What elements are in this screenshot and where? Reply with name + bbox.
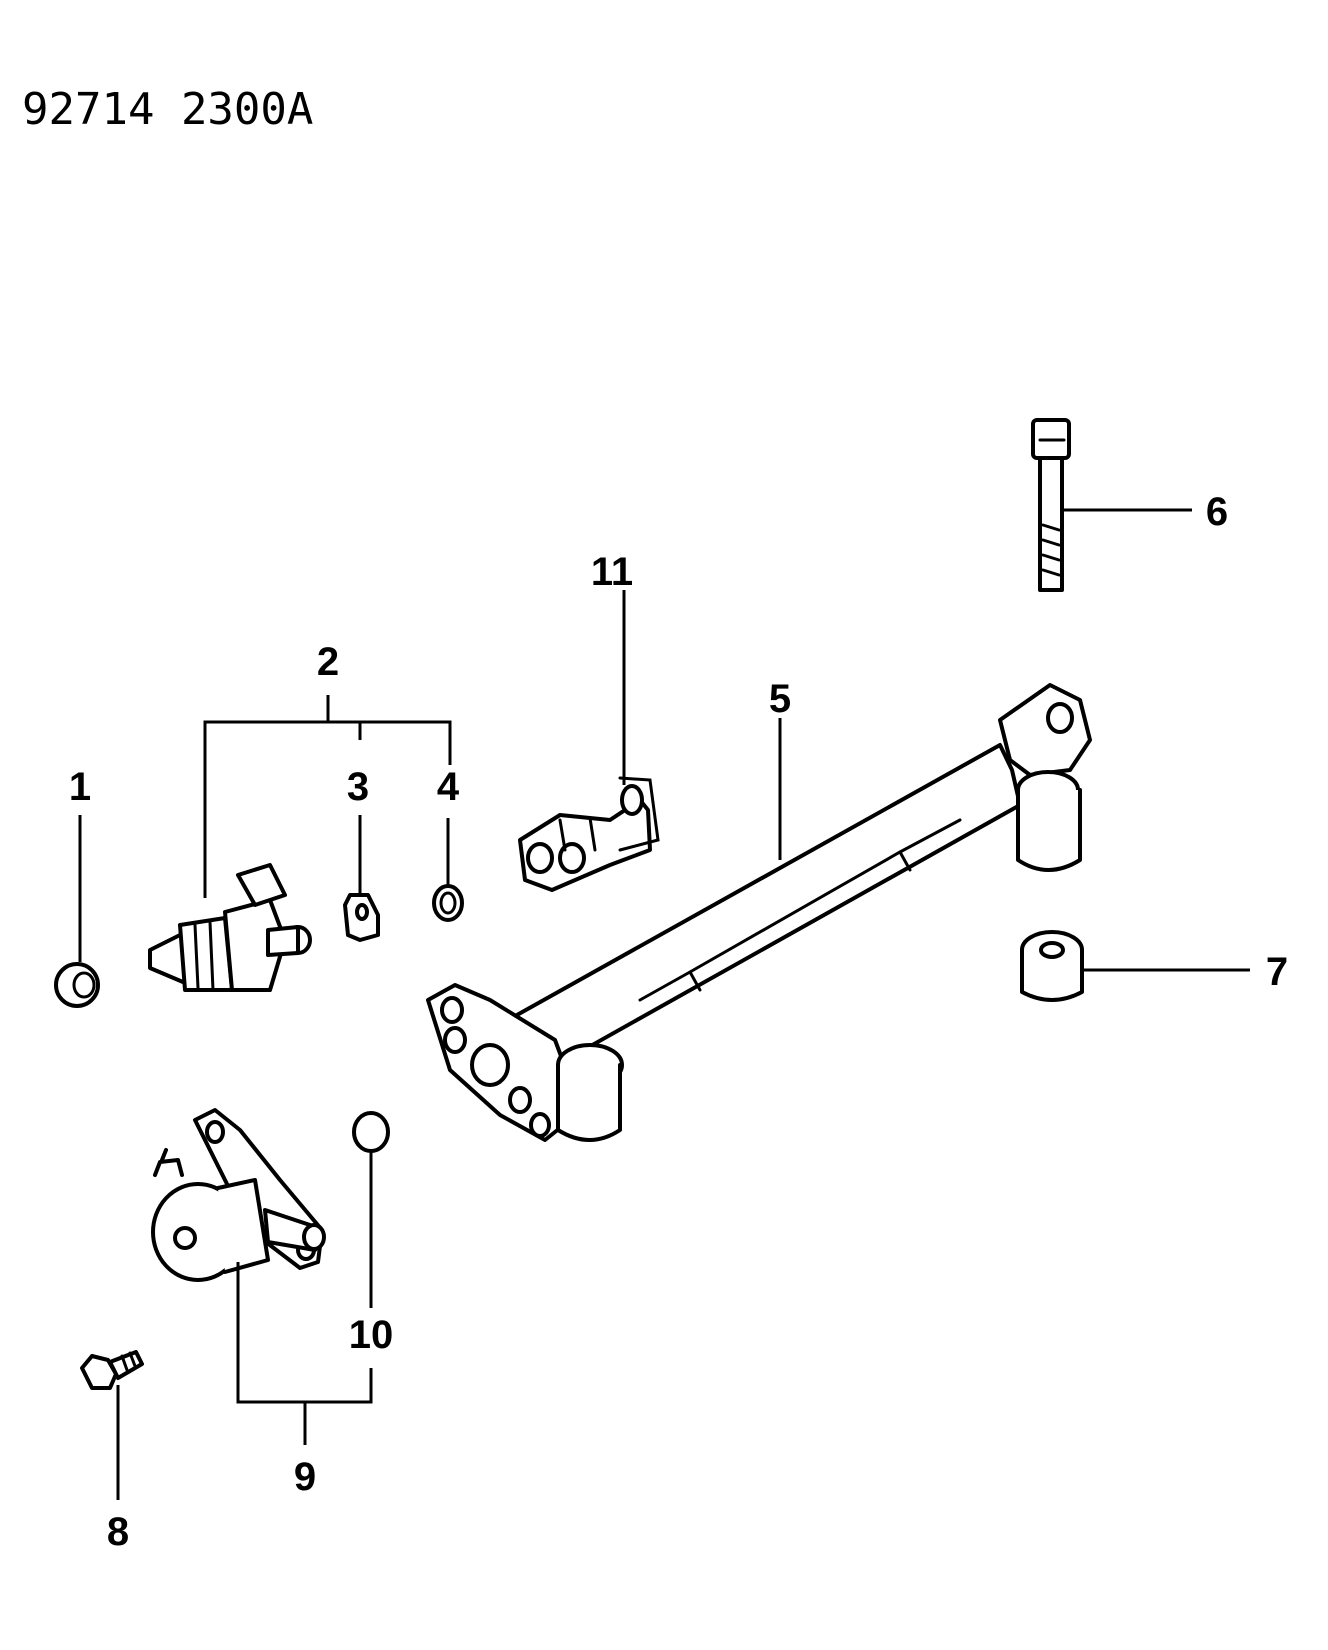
callout-4: 4 xyxy=(437,765,460,809)
part-10-o-ring xyxy=(352,1111,390,1153)
callout-3: 3 xyxy=(347,765,369,809)
part-4-o-ring xyxy=(432,884,464,922)
part-2-injector xyxy=(148,863,312,992)
part-5-fuel-rail xyxy=(426,683,1092,1142)
callout-7: 7 xyxy=(1266,950,1288,994)
part-11-connector xyxy=(518,776,660,892)
callout-11: 11 xyxy=(591,550,633,594)
part-9-pressure-regulator xyxy=(151,1108,326,1282)
diagram-code: 92714 2300A xyxy=(22,84,313,135)
part-8-bolt xyxy=(80,1350,144,1390)
part-3-grommet xyxy=(343,893,380,942)
callout-6: 6 xyxy=(1206,490,1228,534)
callout-5: 5 xyxy=(769,677,791,721)
part-6-bolt xyxy=(1031,418,1071,592)
callout-9: 9 xyxy=(294,1455,316,1499)
part-1-seal xyxy=(54,962,100,1008)
leader-2-bracket xyxy=(203,720,452,898)
callout-10: 10 xyxy=(349,1313,394,1357)
callout-2: 2 xyxy=(317,640,339,684)
callout-8: 8 xyxy=(107,1510,129,1554)
callout-1: 1 xyxy=(69,765,91,809)
part-7-insulator xyxy=(1020,930,1084,1002)
part-1-seal-inner xyxy=(72,971,96,999)
part-4-o-ring-inner xyxy=(439,891,457,915)
